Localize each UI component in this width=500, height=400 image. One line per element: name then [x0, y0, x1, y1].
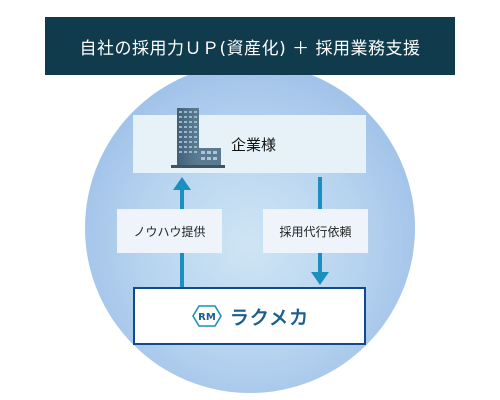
- header-banner: 自社の採用力ＵＰ(資産化) ＋ 採用業務支援: [45, 17, 455, 75]
- flow-label-request-text: 採用代行依頼: [279, 224, 352, 239]
- rm-logo-icon: RM: [191, 305, 222, 327]
- rakumeka-box: RM ラクメカ: [133, 287, 366, 345]
- rakumeka-logo-text: ラクメカ: [229, 306, 310, 329]
- rm-logo-mark-text: RM: [198, 312, 216, 323]
- flow-label-request: 採用代行依頼: [263, 209, 368, 253]
- company-box: 企業様: [133, 108, 366, 173]
- banner-title: 自社の採用力ＵＰ(資産化) ＋ 採用業務支援: [79, 38, 421, 59]
- company-label: 企業様: [231, 135, 277, 154]
- flow-label-knowhow: ノウハウ提供: [117, 209, 222, 253]
- office-building-icon: [171, 108, 225, 168]
- flow-label-knowhow-text: ノウハウ提供: [133, 224, 206, 239]
